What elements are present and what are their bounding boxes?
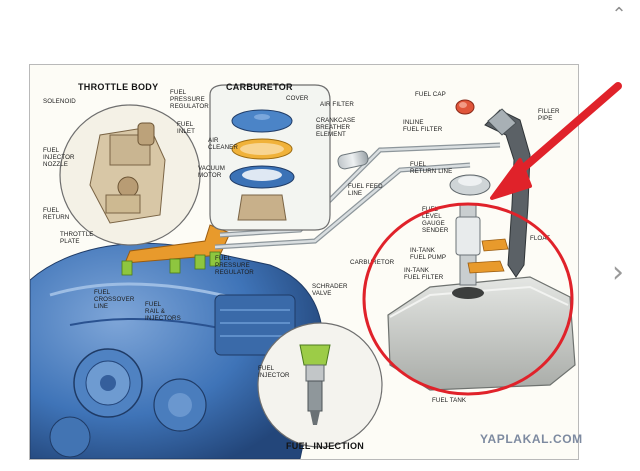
label-vacuum-motor: VACUUM MOTOR	[198, 165, 225, 179]
throttle-body-title: THROTTLE BODY	[78, 82, 159, 92]
label-solenoid: SOLENOID	[43, 98, 76, 105]
fuel-system-illustration: THROTTLE BODY CARBURETOR FUEL INJECTION …	[29, 64, 579, 460]
label-in-tank-fuel-pump: IN-TANK FUEL PUMP	[410, 247, 447, 261]
label-in-tank-fuel-filter: IN-TANK FUEL FILTER	[404, 267, 444, 281]
return-line-loop	[449, 174, 491, 196]
label-float: FLOAT	[530, 235, 550, 242]
label-fuel-pressure-regulator: FUEL PRESSURE REGULATOR	[215, 255, 254, 276]
label-fuel-crossover-line: FUEL CROSSOVER LINE	[94, 289, 135, 310]
watermark: YAPLAKAL.COM	[480, 432, 583, 446]
label-crankcase-breather: CRANKCASE BREATHER ELEMENT	[316, 117, 356, 138]
label-cover: COVER	[286, 95, 309, 102]
label-fuel-pressure-regulator-tb: FUEL PRESSURE REGULATOR	[170, 89, 209, 110]
label-fuel-feed-line: FUEL FEED LINE	[348, 183, 383, 197]
fuel-rail	[121, 224, 231, 276]
label-carburetor: CARBURETOR	[350, 259, 395, 266]
fuel-injection-title: FUEL INJECTION	[286, 441, 365, 451]
throttle-body-inset	[59, 104, 201, 246]
label-fuel-injector: FUEL INJECTOR	[258, 365, 290, 379]
collapse-icon[interactable]: ⌃	[611, 4, 627, 25]
label-fuel-injector-nozzle: FUEL INJECTOR NOZZLE	[43, 147, 75, 168]
label-fuel-tank: FUEL TANK	[432, 397, 467, 404]
fuel-system-drawing	[30, 84, 576, 459]
label-throttle-plate: THROTTLE PLATE	[60, 231, 94, 245]
label-filler-pipe: FILLER PIPE	[538, 108, 560, 122]
label-fuel-cap: FUEL CAP	[415, 91, 446, 98]
fuel-tank-drawing	[387, 204, 576, 391]
engine-block	[30, 242, 324, 459]
label-fuel-inlet: FUEL INLET	[177, 121, 196, 135]
next-image-chevron-icon[interactable]: ›	[612, 255, 624, 290]
fuel-injection-inset	[257, 322, 383, 448]
inline-fuel-filter	[337, 150, 369, 170]
label-air-cleaner: AIR CLEANER	[208, 137, 238, 151]
carburetor-title: CARBURETOR	[226, 82, 293, 92]
label-fuel-return-line: FUEL RETURN LINE	[410, 161, 453, 175]
label-fuel-rail-injectors: FUEL RAIL & INJECTORS	[145, 301, 181, 322]
label-inline-fuel-filter: INLINE FUEL FILTER	[403, 119, 443, 133]
carburetor-inset	[209, 84, 331, 231]
label-fuel-return: FUEL RETURN	[43, 207, 70, 221]
label-fuel-level-gauge-sender: FUEL LEVEL GAUGE SENDER	[422, 206, 449, 234]
label-schrader-valve: SCHRADER VALVE	[312, 283, 348, 297]
label-air-filter: AIR FILTER	[320, 101, 354, 108]
